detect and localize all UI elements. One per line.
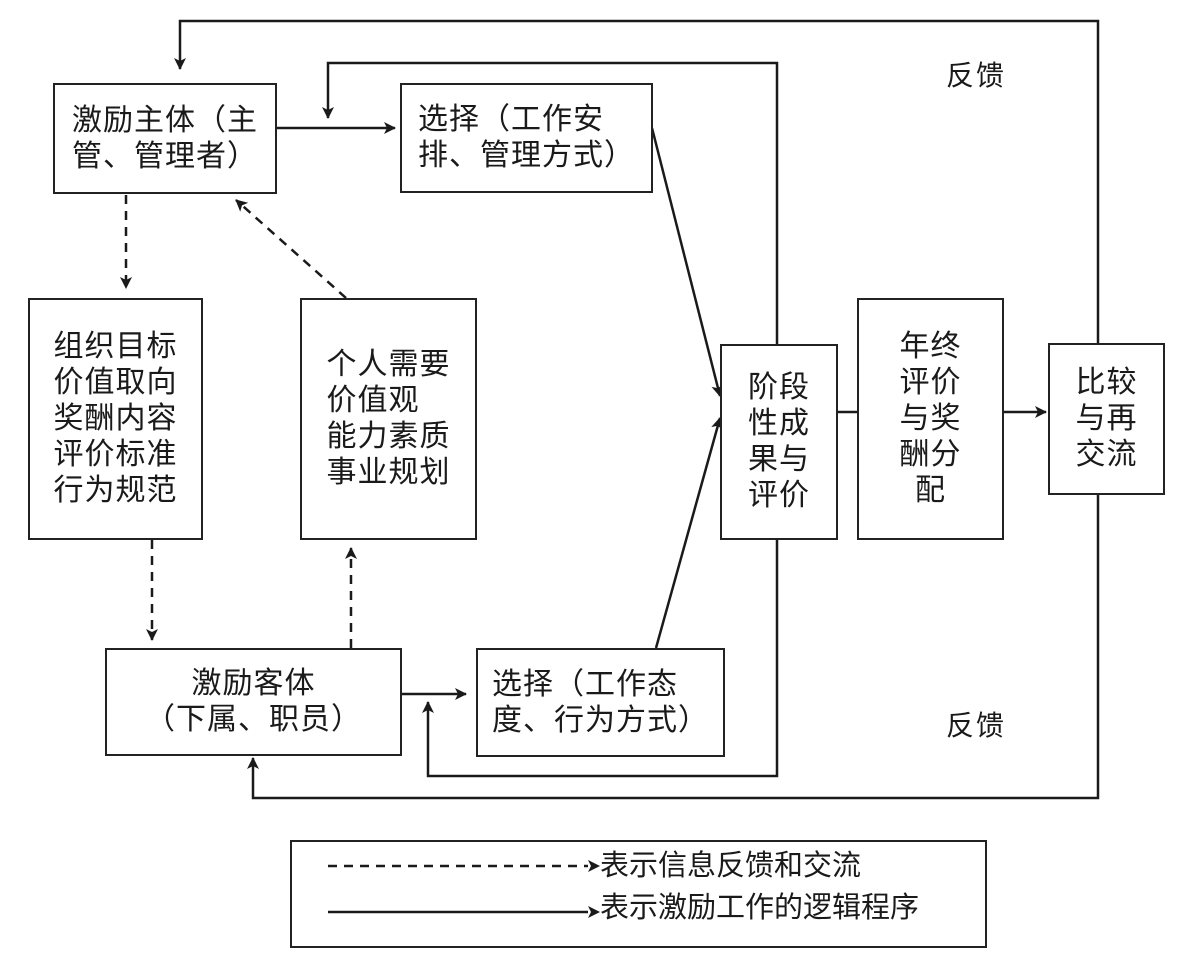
- node-stage-results: 阶段 性成 果与 评价: [720, 344, 838, 540]
- node-object: 激励客体 （下属、职员）: [105, 648, 402, 756]
- edge-dashed-needs-to-subject: [235, 199, 347, 299]
- edge-choice-bottom-to-stage: [654, 417, 723, 649]
- node-compare-label: 比较 与再 交流: [1075, 365, 1138, 472]
- edge-feedback-compare-to-object: [247, 494, 1100, 800]
- node-year-end: 年终 评价 与奖 酬分 配: [857, 298, 1004, 540]
- node-stage-results-label: 阶段 性成 果与 评价: [748, 370, 810, 513]
- legend-row-solid: 表示激励工作的逻辑程序: [292, 890, 985, 924]
- dashed-arrow-icon: [328, 860, 600, 872]
- edge-feedback-stage-to-top-link: [322, 61, 779, 344]
- legend-row-dashed: 表示信息反馈和交流: [292, 848, 985, 882]
- node-choice-bottom-label: 选择（工作态 度、行为方式）: [492, 666, 709, 738]
- legend-solid-label: 表示激励工作的逻辑程序: [600, 890, 920, 924]
- node-compare: 比较 与再 交流: [1048, 343, 1165, 495]
- node-subject: 激励主体（主 管、管理者）: [53, 83, 277, 194]
- solid-arrow-icon: [328, 906, 600, 918]
- node-personal-needs-label: 个人需要 价值观 能力素质 事业规划: [326, 347, 451, 490]
- feedback-label-top: 反馈: [946, 59, 1007, 92]
- node-choice-top: 选择（工作安 排、管理方式）: [400, 83, 653, 193]
- edge-feedback-stage-to-bottom-link: [422, 540, 779, 778]
- legend: 表示信息反馈和交流 表示激励工作的逻辑程序: [290, 840, 987, 948]
- edge-feedback-compare-to-subject: [174, 19, 1100, 344]
- node-choice-top-label: 选择（工作安 排、管理方式）: [418, 102, 635, 173]
- node-org-goals-label: 组织目标 价值取向 奖酬内容 评价标准 行为规范: [53, 329, 178, 508]
- feedback-label-bottom: 反馈: [946, 709, 1007, 742]
- legend-dashed-label: 表示信息反馈和交流: [600, 848, 862, 882]
- edge-choice-top-to-stage: [650, 127, 724, 397]
- node-subject-label: 激励主体（主 管、管理者）: [72, 102, 258, 174]
- node-year-end-label: 年终 评价 与奖 酬分 配: [899, 329, 962, 508]
- node-object-label: 激励客体 （下属、职员）: [145, 666, 362, 737]
- node-personal-needs: 个人需要 价值观 能力素质 事业规划: [300, 298, 477, 540]
- node-choice-bottom: 选择（工作态 度、行为方式）: [476, 648, 725, 757]
- node-org-goals: 组织目标 价值取向 奖酬内容 评价标准 行为规范: [28, 298, 203, 540]
